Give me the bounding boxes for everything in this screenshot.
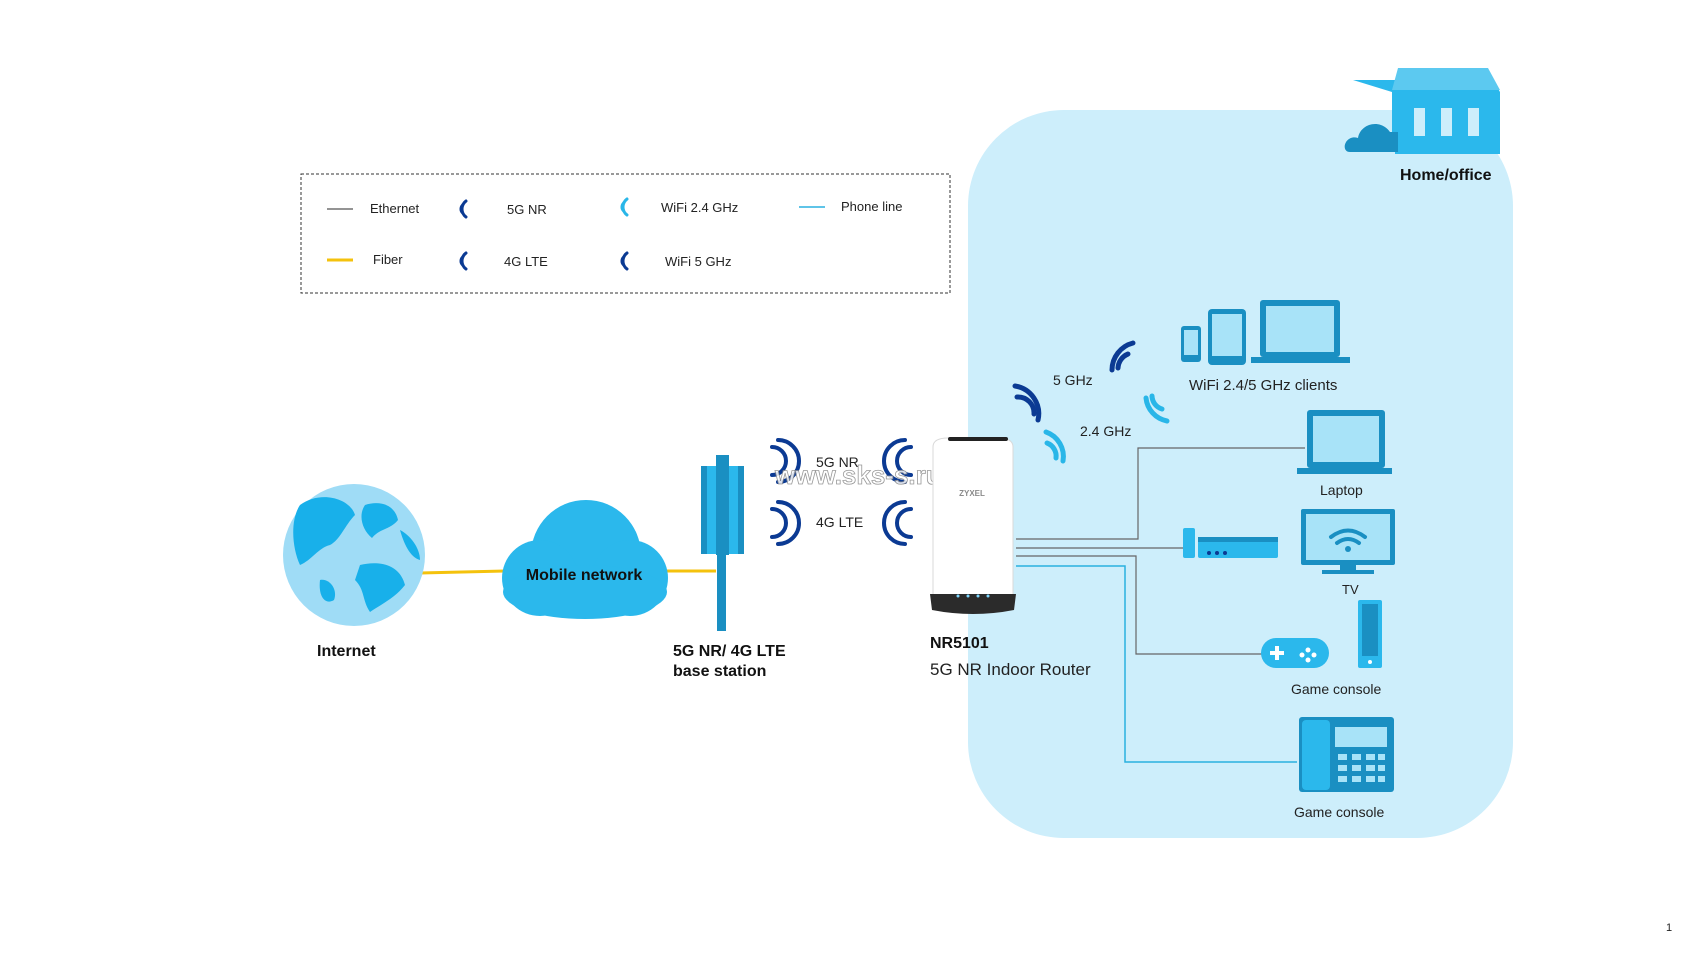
wifi-5ghz-label: 5 GHz [1053,372,1093,388]
page-number: 1 [1666,922,1672,934]
tv-icon [1301,509,1395,574]
legend-wifi5-label: WiFi 5 GHz [665,254,731,269]
set-top-box-icon [1183,528,1278,558]
laptop-icon [1297,410,1392,474]
legend-wifi24-signal-icon [620,197,629,217]
desk-phone-icon [1299,717,1394,792]
legend-wifi24-label: WiFi 2.4 GHz [661,200,738,215]
legend-box [300,173,951,294]
legend-5g-label: 5G NR [507,202,547,217]
tv-wifi-icon [1329,528,1367,545]
home-office-label: Home/office [1400,167,1492,184]
wifi-clients-icon [1181,300,1350,365]
router-4g-signal-icon [882,500,913,546]
router-brand-logo: ZYXEL [959,489,985,498]
game-console-label: Game console [1291,681,1381,697]
tower-5g-signal-icon [770,438,801,484]
home-office-area [968,110,1513,838]
desk-phone-label: Game console [1294,804,1384,820]
phone-line [1016,565,1297,763]
base-station-label-line2: base station [673,663,766,680]
client-wifi5-signal-icon [1109,340,1136,373]
router-model-label: NR5101 [930,635,989,652]
console-icon [1358,600,1382,668]
laptop-label: Laptop [1320,482,1363,498]
wifi-clients-label: WiFi 2.4/5 GHz clients [1189,377,1337,394]
mobile-network-cloud [502,500,668,619]
legend-ethernet-label: Ethernet [370,201,420,216]
base-station-icon [701,455,744,631]
router-wifi5-signal-icon [1012,383,1042,423]
legend-4g-signal-icon [459,251,468,271]
link-5g-label: 5G NR [816,454,859,470]
wifi-24ghz-label: 2.4 GHz [1080,423,1131,439]
client-wifi24-signal-icon [1143,393,1170,424]
ethernet-lines [1016,447,1305,655]
fiber-link-internet [419,569,506,575]
gamepad-icon [1261,638,1329,668]
tower-4g-signal-icon [770,500,801,546]
router-icon [930,437,1016,614]
legend-4g-label: 4G LTE [504,254,548,269]
link-4g-label: 4G LTE [816,514,863,530]
internet-label: Internet [317,643,376,660]
base-station-label-line1: 5G NR/ 4G LTE [673,643,786,660]
legend-5g-signal-icon [459,199,468,219]
legend-wifi5-signal-icon [620,251,629,271]
globe-icon [283,484,425,626]
router-5g-signal-icon [882,438,913,484]
router-wifi24-signal-icon [1043,429,1066,464]
router-description-label: 5G NR Indoor Router [930,660,1091,679]
building-icon [1344,68,1500,154]
tv-label: TV [1342,582,1359,597]
mobile-network-label: Mobile network [526,567,643,584]
legend-fiber-label: Fiber [373,252,403,267]
legend-phone-label: Phone line [841,199,902,214]
watermark: www.sks-s.ru [774,460,942,490]
